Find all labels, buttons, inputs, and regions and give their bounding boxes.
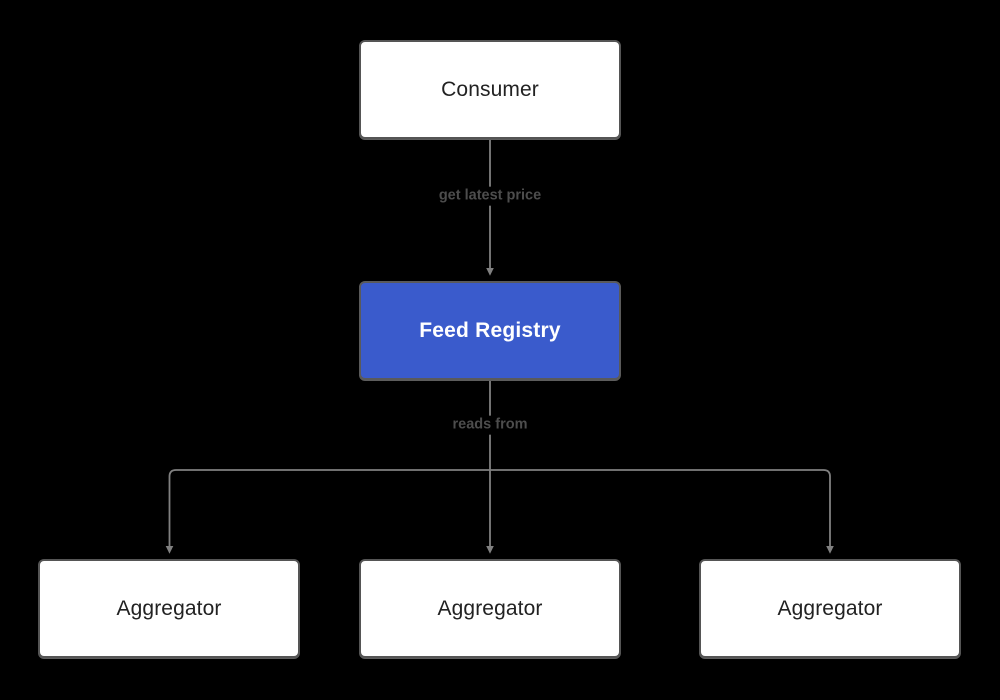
node-aggregator-1[interactable]: Aggregator <box>38 559 300 658</box>
node-feed-registry-label: Feed Registry <box>419 319 561 342</box>
edge-label-reads-from: reads from <box>447 415 533 435</box>
node-aggregator-3[interactable]: Aggregator <box>699 559 961 658</box>
node-aggregator-2[interactable]: Aggregator <box>359 559 621 658</box>
node-aggregator-2-label: Aggregator <box>437 597 543 620</box>
node-aggregator-3-label: Aggregator <box>777 597 883 620</box>
node-consumer-label: Consumer <box>441 78 539 101</box>
edge-registry-to-aggregator-3 <box>490 469 834 554</box>
edge-label-get-latest-price: get latest price <box>433 186 547 206</box>
node-aggregator-1-label: Aggregator <box>116 597 222 620</box>
node-consumer[interactable]: Consumer <box>359 40 621 139</box>
node-feed-registry[interactable]: Feed Registry <box>359 281 621 380</box>
edge-registry-to-aggregator-1 <box>165 469 490 554</box>
